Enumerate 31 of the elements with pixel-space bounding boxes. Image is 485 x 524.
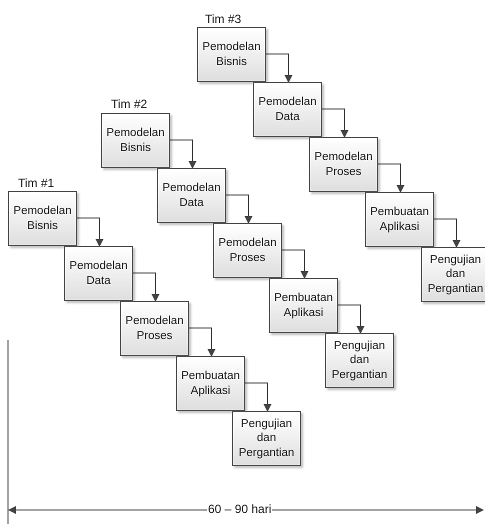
process-box: Pengujian dan Pergantian bbox=[232, 411, 301, 466]
team-label: Tim #1 bbox=[17, 176, 56, 190]
arrow bbox=[282, 250, 308, 279]
process-box: Pengujian dan Pergantian bbox=[421, 247, 485, 302]
process-box: Pengujian dan Pergantian bbox=[325, 333, 394, 388]
arrow bbox=[132, 272, 160, 302]
duration-label: 60 – 90 hari bbox=[207, 502, 272, 516]
team-label: Tim #3 bbox=[204, 12, 242, 26]
arrow bbox=[378, 164, 404, 193]
arrow bbox=[434, 218, 460, 248]
arrow bbox=[76, 218, 104, 247]
process-box: Pemodelan Data bbox=[64, 246, 133, 301]
process-box: Pemodelan Proses bbox=[213, 223, 282, 278]
arrow bbox=[244, 382, 272, 412]
process-box: Pemodelan Bisnis bbox=[101, 113, 170, 168]
arrow bbox=[322, 108, 348, 138]
process-box: Pembuatan Aplikasi bbox=[176, 356, 245, 411]
arrow bbox=[226, 194, 252, 224]
process-box: Pembuatan Aplikasi bbox=[365, 192, 434, 247]
process-box: Pemodelan Data bbox=[253, 82, 322, 137]
process-box: Pemodelan Data bbox=[157, 168, 226, 223]
arrow bbox=[188, 328, 216, 357]
process-box: Pemodelan Bisnis bbox=[8, 191, 77, 246]
process-box: Pembuatan Aplikasi bbox=[269, 278, 338, 333]
arrow bbox=[266, 54, 292, 83]
process-box: Pemodelan Proses bbox=[309, 137, 378, 192]
process-box: Pemodelan Bisnis bbox=[197, 27, 266, 82]
team-label: Tim #2 bbox=[110, 97, 148, 111]
arrow bbox=[170, 140, 196, 169]
process-box: Pemodelan Proses bbox=[120, 301, 189, 356]
arrow bbox=[338, 304, 364, 334]
